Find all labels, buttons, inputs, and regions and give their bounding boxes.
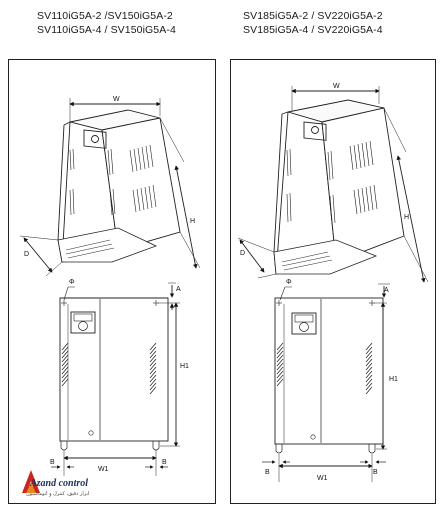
isometric-view-left bbox=[19, 98, 201, 277]
dim-label-h1: H1 bbox=[389, 376, 398, 383]
azand-control-logo bbox=[22, 470, 40, 493]
logo-name: Azand control bbox=[30, 478, 89, 489]
isometric-view-right bbox=[237, 86, 429, 283]
dim-label-w1: W1 bbox=[317, 475, 328, 482]
dim-label-h1: H1 bbox=[180, 363, 189, 370]
dim-label-w: W bbox=[113, 96, 120, 103]
dim-label-d: D bbox=[24, 251, 29, 258]
model-header-right: SV185iG5A-2 / SV220iG5A-2 SV185iG5A-4 / … bbox=[243, 9, 383, 37]
dim-label-h: H bbox=[404, 214, 409, 221]
dim-label-b-right: B bbox=[373, 469, 378, 476]
dim-label-w: W bbox=[333, 83, 340, 90]
dim-label-d: D bbox=[240, 250, 245, 257]
model-line-1: SV110iG5A-2 /SV150iG5A-2 bbox=[37, 10, 173, 22]
logo-tagline: ابزار دقیق، کنترل و اتوماسیون bbox=[26, 491, 90, 497]
dim-label-a: A bbox=[176, 286, 181, 293]
model-header-left: SV110iG5A-2 /SV150iG5A-2 SV110iG5A-4 / S… bbox=[37, 9, 176, 37]
model-line-1: SV185iG5A-2 / SV220iG5A-2 bbox=[243, 10, 383, 22]
dim-label-a: A bbox=[384, 287, 389, 294]
dim-label-b-right: B bbox=[162, 459, 167, 466]
dim-label-w1: W1 bbox=[98, 466, 109, 473]
dim-label-b-left: B bbox=[265, 469, 270, 476]
model-line-2: SV185iG5A-4 / SV220iG5A-4 bbox=[243, 24, 383, 36]
front-view-right bbox=[262, 283, 390, 482]
front-view-left bbox=[51, 282, 180, 476]
dim-label-b-left: B bbox=[50, 459, 55, 466]
dim-label-phi: Φ bbox=[69, 279, 75, 286]
model-line-2: SV110iG5A-4 / SV150iG5A-4 bbox=[37, 24, 176, 36]
dim-label-phi: Φ bbox=[286, 279, 292, 286]
dim-label-h: H bbox=[190, 218, 195, 225]
